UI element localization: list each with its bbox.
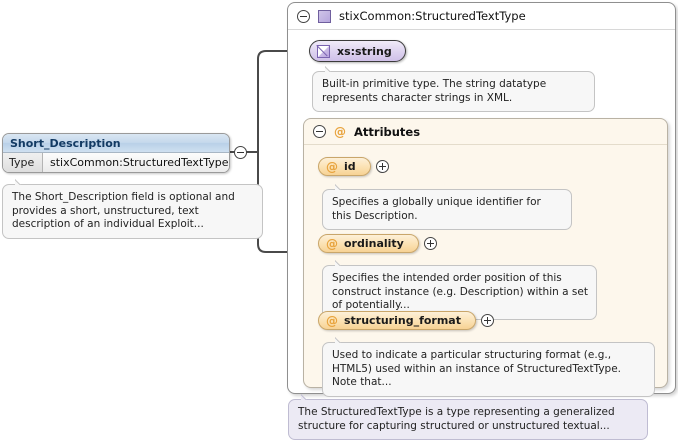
complex-type-swatch-icon <box>318 9 331 23</box>
element-type-label: Type <box>3 153 43 172</box>
collapse-minus-icon-attributes[interactable] <box>313 125 326 138</box>
at-symbol-icon: @ <box>326 236 338 251</box>
annotation-text: Specifies the intended order position of… <box>332 272 588 311</box>
simple-type-icon <box>317 44 330 58</box>
attribute-name: structuring_format <box>344 314 461 327</box>
expand-plus-icon-id[interactable] <box>375 160 389 173</box>
base-type-label: xs:string <box>337 44 392 58</box>
type-container-title: stixCommon:StructuredTextType <box>339 9 526 23</box>
annotation-xs-string: Built-in primitive type. The string data… <box>312 71 595 112</box>
base-type-node-xs-string[interactable]: xs:string <box>309 40 406 62</box>
annotation-short-description: The Short_Description field is optional … <box>2 184 263 239</box>
expand-plus-icon-structuring-format[interactable] <box>480 314 494 327</box>
attribute-pill-ordinality[interactable]: @ ordinality <box>318 234 419 253</box>
annotation-structuredtexttype: The StructuredTextType is a type represe… <box>288 399 648 440</box>
annotation-text: Built-in primitive type. The string data… <box>322 78 547 104</box>
attribute-row-structuring-format[interactable]: @ structuring_format <box>318 311 494 330</box>
type-container-header: stixCommon:StructuredTextType <box>288 3 675 30</box>
attribute-name: ordinality <box>344 237 404 250</box>
annotation-text: The StructuredTextType is a type represe… <box>298 406 615 432</box>
annotation-attribute-id: Specifies a globally unique identifier f… <box>322 189 572 230</box>
collapse-minus-icon-type[interactable] <box>297 9 310 23</box>
annotation-attribute-ordinality: Specifies the intended order position of… <box>322 265 597 320</box>
balloon-tail <box>325 65 339 72</box>
annotation-text: Used to indicate a particular structurin… <box>332 349 622 388</box>
element-name: Short_Description <box>3 134 229 153</box>
at-symbol-icon: @ <box>334 124 346 139</box>
element-box-short-description[interactable]: Short_Description Type stixCommon:Struct… <box>2 133 230 173</box>
balloon-tail <box>335 336 349 343</box>
balloon-tail <box>335 183 349 190</box>
element-type-row: Type stixCommon:StructuredTextType <box>3 153 229 172</box>
attribute-row-ordinality[interactable]: @ ordinality <box>318 234 437 253</box>
collapse-minus-icon-element[interactable] <box>234 146 247 159</box>
expand-plus-icon-ordinality[interactable] <box>423 237 437 250</box>
balloon-tail <box>15 178 29 185</box>
attribute-row-id[interactable]: @ id <box>318 157 389 176</box>
attributes-panel-title: Attributes <box>354 124 421 139</box>
balloon-tail <box>335 259 349 266</box>
element-type-value: stixCommon:StructuredTextType <box>50 156 229 169</box>
balloon-tail <box>301 393 315 400</box>
at-symbol-icon: @ <box>326 313 338 328</box>
attribute-pill-structuring-format[interactable]: @ structuring_format <box>318 311 476 330</box>
attribute-name: id <box>344 160 356 173</box>
attributes-panel-header: @ Attributes <box>304 119 667 145</box>
at-symbol-icon: @ <box>326 159 338 174</box>
annotation-text: Specifies a globally unique identifier f… <box>332 196 541 222</box>
attribute-pill-id[interactable]: @ id <box>318 157 371 176</box>
annotation-text: The Short_Description field is optional … <box>12 191 235 230</box>
annotation-attribute-structuring-format: Used to indicate a particular structurin… <box>322 342 655 397</box>
